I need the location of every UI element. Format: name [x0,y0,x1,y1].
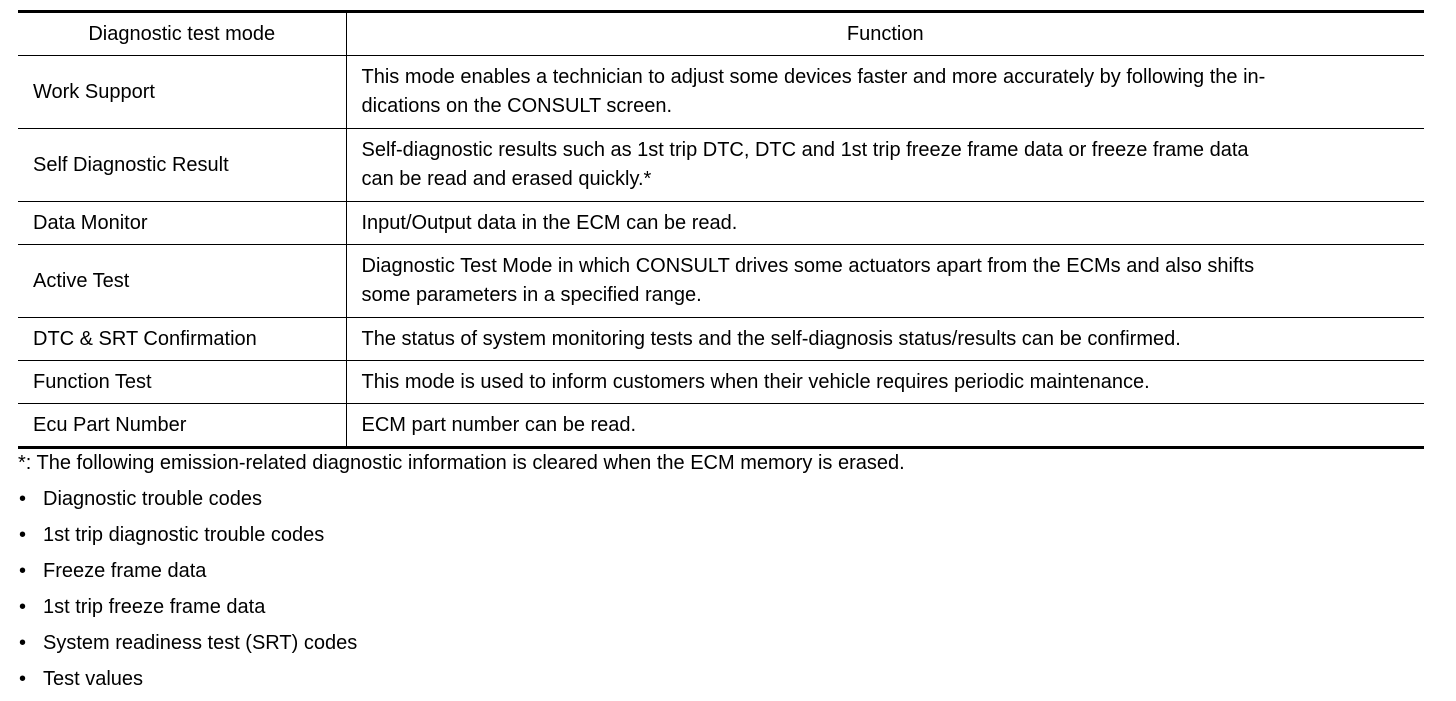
mode-cell: Self Diagnostic Result [18,128,346,202]
table-row: Work Support This mode enables a technic… [18,55,1424,129]
list-item: • 1st trip freeze frame data [18,593,357,629]
function-cell: ECM part number can be read. [345,403,1424,448]
function-line: This mode is used to inform customers wh… [361,370,1150,393]
function-cell: Input/Output data in the ECM can be read… [345,201,1424,245]
table-row: Active Test Diagnostic Test Mode in whic… [18,244,1424,318]
function-line: Self-diagnostic results such as 1st trip… [361,139,1249,161]
function-line: some parameters in a specified range. [361,284,702,306]
mode-cell: Work Support [18,55,346,129]
mode-cell: DTC & SRT Confirmation [18,317,346,361]
diagnostic-test-mode-table: Diagnostic test mode Function Work Suppo… [18,10,1424,449]
function-cell: Self-diagnostic results such as 1st trip… [345,128,1424,202]
function-line: dications on the CONSULT screen. [361,95,673,117]
list-item: • Test values [18,665,357,701]
function-line: Diagnostic Test Mode in which CONSULT dr… [361,255,1255,277]
function-line: This mode enables a technician to adjust… [361,66,1266,88]
list-item-label: Freeze frame data [43,560,207,582]
function-cell: The status of system monitoring tests an… [345,317,1424,361]
table-row: Function Test This mode is used to infor… [18,360,1424,404]
table-row: Self Diagnostic Result Self-diagnostic r… [18,128,1424,202]
list-item-label: Diagnostic trouble codes [43,488,263,510]
bullet-icon: • [19,632,27,654]
list-item: • 1st trip diagnostic trouble codes [18,521,357,557]
mode-cell: Function Test [18,360,346,404]
list-item: • Freeze frame data [18,557,357,593]
function-cell: This mode is used to inform customers wh… [345,360,1424,404]
bullet-icon: • [19,596,27,618]
footnote: *: The following emission-related diagno… [18,452,905,474]
bullet-icon: • [19,524,27,546]
table-row: Ecu Part Number ECM part number can be r… [18,403,1424,448]
table-row: DTC & SRT Confirmation The status of sys… [18,317,1424,361]
list-item: • System readiness test (SRT) codes [18,629,357,665]
mode-cell: Data Monitor [18,201,346,245]
header-function: Function [345,11,1424,56]
list-item-label: 1st trip diagnostic trouble codes [43,524,325,546]
function-line: can be read and erased quickly.* [361,168,652,190]
table-row: Data Monitor Input/Output data in the EC… [18,201,1424,245]
function-line: The status of system monitoring tests an… [361,327,1181,350]
function-line: Input/Output data in the ECM can be read… [361,211,738,234]
table-header-row: Diagnostic test mode Function [18,11,1424,56]
mode-cell: Ecu Part Number [18,403,346,448]
bullet-icon: • [19,560,27,582]
list-item-label: Test values [43,668,144,690]
function-cell: Diagnostic Test Mode in which CONSULT dr… [345,244,1424,318]
bullet-icon: • [19,668,27,690]
list-item-label: 1st trip freeze frame data [43,596,266,618]
function-cell: This mode enables a technician to adjust… [345,55,1424,129]
list-item: • Diagnostic trouble codes [18,485,357,521]
list-item-label: System readiness test (SRT) codes [43,632,358,654]
mode-cell: Active Test [18,244,346,318]
bullet-icon: • [19,488,27,510]
header-mode: Diagnostic test mode [88,22,276,45]
function-line: ECM part number can be read. [361,413,637,436]
cleared-information-list: • Diagnostic trouble codes • 1st trip diag… [18,485,357,701]
